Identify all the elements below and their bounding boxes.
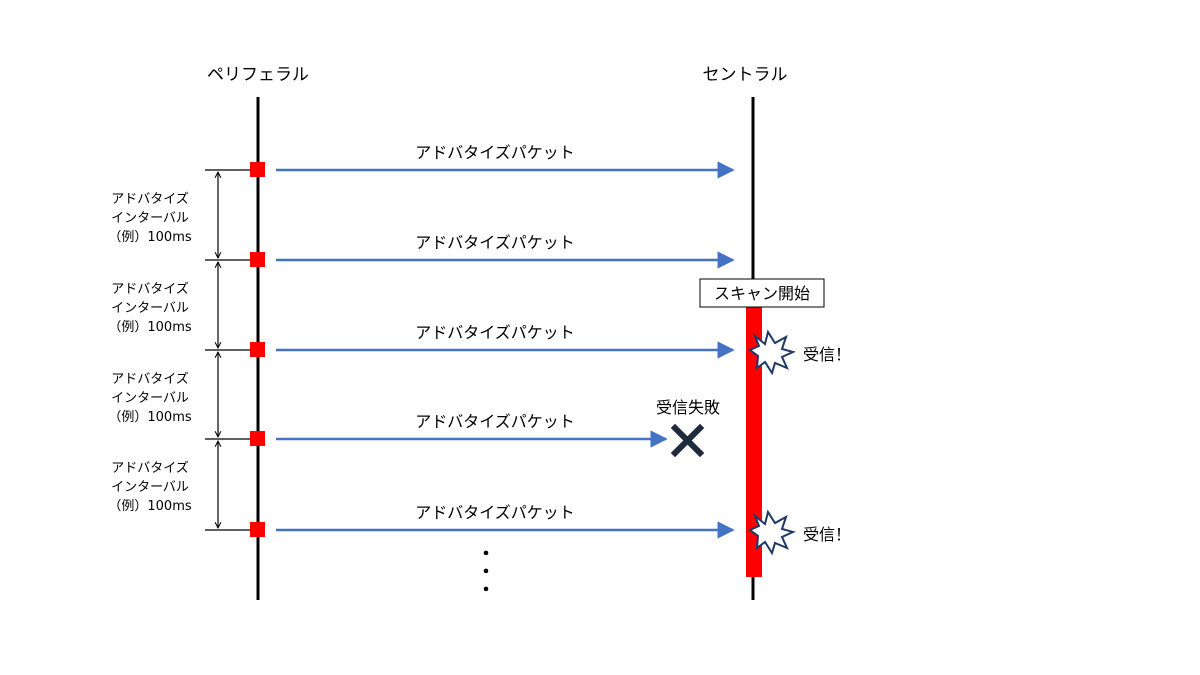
interval-label-line1: アドバタイズ	[111, 371, 189, 387]
fail-marker: 受信失敗	[656, 398, 720, 458]
scan-start-label: スキャン開始	[714, 284, 810, 303]
interval-label: アドバタイズ インターバル （例）100ms	[108, 460, 191, 514]
packet-marker	[250, 162, 265, 177]
receive-burst-icon	[748, 509, 796, 556]
packet-marker	[250, 342, 265, 357]
packet-marker	[250, 522, 265, 537]
interval-label-line1: アドバタイズ	[111, 460, 189, 476]
interval-label: アドバタイズ インターバル （例）100ms	[108, 281, 191, 335]
interval-label-line2: インターバル	[111, 211, 189, 226]
interval-label-line1: アドバタイズ	[111, 191, 189, 207]
interval-label: アドバタイズ インターバル （例）100ms	[108, 191, 191, 245]
fail-cross-icon	[670, 423, 705, 458]
interval-label: アドバタイズ インターバル （例）100ms	[108, 371, 191, 425]
scan-start-box: スキャン開始	[699, 278, 825, 308]
packet-row: アドバタイズパケット	[250, 412, 668, 448]
peripheral-label: ペリフェラル	[207, 65, 309, 85]
ellipsis-dot: ・	[477, 544, 495, 565]
interval-label-line2: インターバル	[111, 301, 189, 316]
receive-label: 受信！	[803, 525, 851, 544]
receive-label: 受信！	[803, 345, 851, 364]
receive-marker: 受信！	[748, 509, 851, 556]
packet-row: アドバタイズパケット	[250, 143, 735, 179]
interval-label-line1: アドバタイズ	[111, 281, 189, 297]
receive-marker: 受信！	[748, 329, 851, 376]
packet-row: アドバタイズパケット	[250, 323, 735, 359]
receive-burst-icon	[748, 329, 796, 376]
packet-marker	[250, 431, 265, 446]
packet-label: アドバタイズパケット	[415, 412, 575, 431]
interval-label-line3: （例）100ms	[108, 410, 191, 425]
interval-label-line2: インターバル	[111, 480, 189, 495]
packet-label: アドバタイズパケット	[415, 503, 575, 522]
fail-label: 受信失敗	[656, 398, 720, 417]
ellipsis-dot: ・	[477, 562, 495, 583]
packet-row: アドバタイズパケット	[250, 233, 735, 269]
interval-label-line3: （例）100ms	[108, 320, 191, 335]
packet-label: アドバタイズパケット	[415, 143, 575, 162]
interval-label-line3: （例）100ms	[108, 499, 191, 514]
packet-label: アドバタイズパケット	[415, 233, 575, 252]
packet-label: アドバタイズパケット	[415, 323, 575, 342]
scan-active-bar	[746, 305, 762, 577]
packet-marker	[250, 252, 265, 267]
central-label: セントラル	[703, 65, 788, 85]
ellipsis-dot: ・	[477, 580, 495, 601]
continuation-ellipsis: ・ ・ ・	[477, 544, 495, 601]
interval-label-line3: （例）100ms	[108, 230, 191, 245]
packet-row: アドバタイズパケット	[250, 503, 735, 539]
interval-label-line2: インターバル	[111, 391, 189, 406]
interval-ticks	[205, 169, 250, 531]
